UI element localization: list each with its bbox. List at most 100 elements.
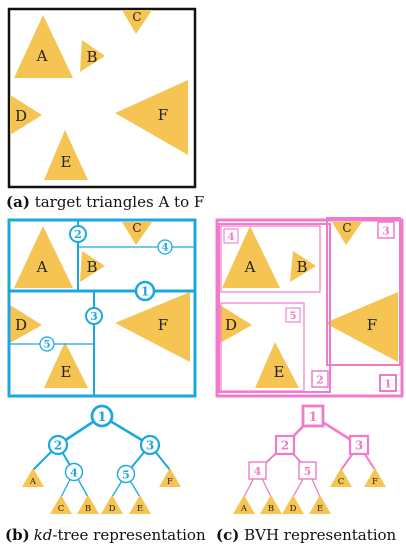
bvh-graph: A B D E C F 1 2 3 4 5 bbox=[233, 404, 386, 514]
bvh-box-4-label: 4 bbox=[228, 232, 235, 243]
bvh-box-1-tag bbox=[379, 374, 397, 392]
kd-node-4 bbox=[64, 462, 84, 482]
kd-leaf-e bbox=[129, 495, 151, 514]
triangle-c bbox=[122, 10, 152, 34]
kd-triangle-b bbox=[80, 251, 105, 282]
triangle-b bbox=[80, 40, 105, 72]
caption-a: (a) target triangles A to F bbox=[6, 193, 204, 211]
kd-leaf-d-label: D bbox=[109, 504, 116, 514]
kd-triangle-a-label: A bbox=[36, 258, 48, 276]
bvh-box-4 bbox=[220, 225, 321, 293]
kd-leaf-f-label: F bbox=[167, 477, 173, 487]
bvh-leaf-a bbox=[233, 495, 255, 514]
kd-triangle-c bbox=[122, 222, 152, 245]
triangle-e-label: E bbox=[61, 153, 72, 171]
kd-triangle-e bbox=[44, 342, 88, 388]
caption-b-text: -tree representation bbox=[52, 526, 206, 544]
kd-leaf-d bbox=[101, 495, 123, 514]
bvh-node-4 bbox=[248, 461, 267, 480]
triangle-a bbox=[14, 15, 73, 78]
bvh-box-1 bbox=[215, 218, 404, 398]
caption-b-italic: kd bbox=[34, 526, 53, 544]
bvh-leaf-e bbox=[309, 495, 331, 514]
kd-node-3-label: 3 bbox=[146, 439, 154, 453]
bvh-leaf-d bbox=[282, 495, 304, 514]
kd-split-5-label: 5 bbox=[44, 340, 51, 351]
bvh-node-1-label: 1 bbox=[308, 410, 317, 425]
triangle-f-label: F bbox=[158, 106, 168, 124]
kd-leaf-b-label: B bbox=[85, 504, 91, 514]
bvh-leaf-f-label: F bbox=[372, 477, 378, 487]
kd-split-3-label: 3 bbox=[90, 310, 98, 323]
triangle-c-label: C bbox=[132, 10, 141, 24]
triangle-a-label: A bbox=[36, 47, 48, 65]
bvh-node-2 bbox=[274, 434, 296, 456]
bvh-box-2-tag bbox=[311, 370, 329, 388]
panel-c: A B C D E F 1 2 3 4 5 bbox=[215, 217, 404, 398]
kd-node-4-label: 4 bbox=[70, 467, 78, 480]
bvh-node-5-label: 5 bbox=[304, 465, 312, 478]
kd-triangle-f bbox=[115, 292, 190, 362]
kd-leaf-e-label: E bbox=[137, 504, 143, 514]
panel-a: A B C D E F bbox=[7, 7, 197, 189]
bvh-node-3-label: 3 bbox=[355, 439, 363, 453]
kd-split-5-marker bbox=[39, 336, 55, 352]
bvh-box-2 bbox=[218, 223, 331, 393]
kd-frame bbox=[7, 218, 197, 398]
kd-triangle-a bbox=[14, 226, 73, 288]
bvh-node-2-label: 2 bbox=[281, 439, 289, 453]
kd-tree-graph: A C B D E F 1 2 3 4 5 bbox=[22, 404, 181, 514]
bvh-node-1 bbox=[301, 404, 325, 428]
caption-a-text: target triangles A to F bbox=[30, 193, 204, 211]
bvh-box-4-tag bbox=[223, 228, 239, 244]
panel-a-frame bbox=[7, 7, 197, 189]
kd-split-4-marker bbox=[157, 239, 173, 255]
bvh-node-5 bbox=[298, 461, 317, 480]
kd-leaf-c bbox=[50, 495, 72, 514]
bvh-leaf-a-label: A bbox=[240, 504, 248, 514]
bvh-triangle-e bbox=[255, 342, 299, 388]
bvh-box-3-label: 3 bbox=[382, 225, 390, 238]
kd-node-5-label: 5 bbox=[122, 469, 130, 482]
bvh-triangle-b bbox=[290, 251, 316, 282]
bvh-triangle-d-label: D bbox=[225, 316, 237, 334]
kd-node-1 bbox=[90, 404, 114, 428]
kd-split-2-marker bbox=[69, 225, 87, 243]
caption-c-tag: (c) bbox=[216, 526, 239, 544]
bvh-leaf-c-label: C bbox=[338, 477, 345, 487]
triangle-b-label: B bbox=[86, 48, 97, 66]
kd-leaf-a bbox=[22, 468, 44, 487]
bvh-triangle-f-label: F bbox=[367, 316, 377, 334]
kd-node-1-label: 1 bbox=[97, 410, 106, 425]
bvh-triangle-e-label: E bbox=[274, 363, 285, 381]
bvh-box-5-tag bbox=[285, 307, 301, 323]
bvh-leaf-f bbox=[364, 468, 386, 487]
kd-leaf-b bbox=[77, 495, 99, 514]
triangle-d bbox=[10, 95, 42, 135]
bvh-triangle-a bbox=[222, 226, 280, 288]
kd-split-4-label: 4 bbox=[162, 243, 169, 254]
kd-leaf-a-label: A bbox=[29, 477, 37, 487]
bvh-leaf-b-label: B bbox=[268, 504, 274, 514]
kd-node-2-label: 2 bbox=[54, 439, 62, 453]
bvh-leaf-e-label: E bbox=[317, 504, 323, 514]
bvh-triangle-f bbox=[325, 292, 398, 362]
bvh-triangle-d bbox=[220, 305, 252, 343]
kd-triangle-c-label: C bbox=[132, 221, 141, 235]
bvh-node-4-label: 4 bbox=[254, 465, 262, 478]
caption-b: (b)kd-tree representation bbox=[5, 526, 206, 544]
bvh-box-1-label: 1 bbox=[384, 378, 392, 391]
caption-a-tag: (a) bbox=[6, 193, 30, 211]
kd-triangle-d-label: D bbox=[15, 316, 27, 334]
bvh-triangle-c bbox=[332, 222, 362, 245]
kd-node-3 bbox=[139, 434, 161, 456]
kd-leaf-f bbox=[159, 468, 181, 487]
bvh-box-2-label: 2 bbox=[316, 374, 324, 387]
kd-triangle-e-label: E bbox=[61, 363, 72, 381]
bvh-triangle-b-label: B bbox=[296, 258, 307, 276]
caption-c: (c) BVH representation bbox=[216, 526, 397, 544]
bvh-box-5-label: 5 bbox=[290, 311, 297, 322]
bvh-triangle-c-label: C bbox=[342, 221, 351, 235]
bvh-triangle-a-label: A bbox=[244, 258, 256, 276]
